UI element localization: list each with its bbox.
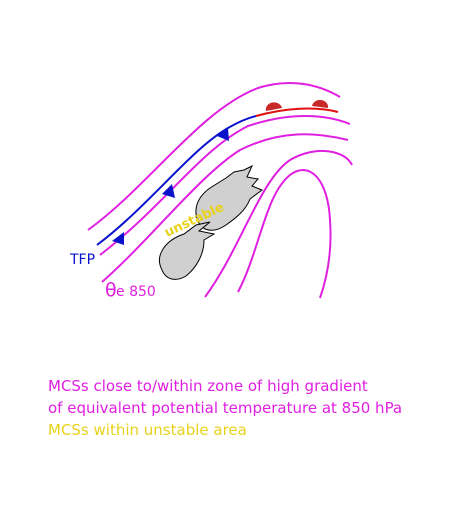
theta-e-850-label: e 850 (116, 284, 156, 300)
caption-line-1: MCSs close to/within zone of high gradie… (48, 377, 368, 395)
cold-front-line (96, 115, 257, 246)
theta-symbol: θ (105, 279, 117, 301)
theta-e-isoline-3 (101, 133, 349, 283)
cold-front-triangle (162, 184, 175, 198)
warm-front-semicircle (265, 102, 282, 111)
theta-e-isoline-2 (99, 115, 351, 256)
theta-e-isoline-5 (237, 169, 332, 299)
cold-front-triangle (217, 128, 229, 141)
caption-line-2: of equivalent potential temperature at 8… (48, 399, 403, 417)
caption-line-3: MCSs within unstable area (48, 421, 247, 439)
theta-e-isoline-1 (87, 82, 341, 231)
mcs-cloud-lower (159, 221, 216, 280)
warm-front-line (255, 107, 339, 117)
warm-front-semicircle (312, 99, 329, 108)
theta-e-isoline-4 (204, 149, 353, 298)
cold-front-triangle (112, 232, 124, 245)
mcs-cloud-upper (195, 164, 264, 231)
front-label: TFP (69, 252, 95, 268)
